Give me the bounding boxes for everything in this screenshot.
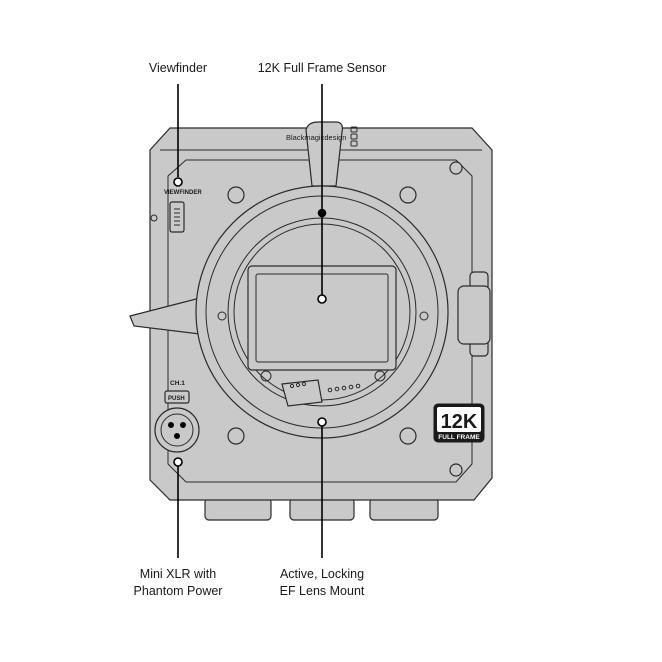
callout-lens-mount — [317, 417, 327, 558]
mount-pin-bottom-right — [374, 370, 386, 382]
side-grip — [457, 271, 491, 357]
camera-foot-right — [369, 497, 439, 521]
full-frame-text: FULL FRAME — [438, 434, 480, 441]
mount-pin-bottom-left — [260, 370, 272, 382]
screw-body-top-right — [449, 161, 463, 175]
corner-screws — [227, 161, 463, 477]
screw-bottom-left — [227, 427, 245, 445]
mount-pin-right — [419, 311, 429, 321]
callout-viewfinder — [173, 84, 183, 187]
12k-badge-text: 12K — [441, 411, 478, 433]
small-led — [150, 214, 158, 222]
mount-contacts-block — [281, 379, 323, 407]
callout-label-mount-line2: EF Lens Mount — [279, 584, 365, 598]
callout-label-xlr-line1: Mini XLR with — [139, 567, 217, 581]
xlr-connector-inner — [160, 413, 194, 447]
callout-xlr-dot — [173, 457, 183, 467]
callout-label-lens-mount: Active, Locking EF Lens Mount — [252, 566, 392, 600]
12k-badge: 12K FULL FRAME — [433, 403, 485, 443]
callout-lens-mount-dot — [317, 417, 327, 427]
callout-viewfinder-dot — [173, 177, 183, 187]
xlr-channel-label: CH.1 — [170, 380, 185, 387]
callout-xlr — [173, 457, 183, 558]
callout-sensor-dot — [317, 294, 327, 304]
callout-sensor — [317, 84, 327, 304]
brand-text: Blackmagicdesign — [286, 133, 346, 142]
screw-top-right — [399, 186, 417, 204]
callout-label-viewfinder: Viewfinder — [148, 61, 208, 75]
callout-label-mount-line1: Active, Locking — [279, 567, 365, 581]
callout-label-xlr: Mini XLR with Phantom Power — [108, 566, 248, 600]
xlr-connector-pins — [168, 421, 187, 439]
mount-pin-left — [217, 311, 227, 321]
callout-label-sensor: 12K Full Frame Sensor — [257, 61, 387, 75]
viewfinder-port-label: VIEWFINDER — [164, 190, 202, 196]
callout-label-xlr-line2: Phantom Power — [133, 584, 223, 598]
xlr-connector-outer — [154, 407, 200, 453]
xlr-push-label: PUSH — [168, 396, 185, 402]
screw-body-bottom-right — [449, 463, 463, 477]
viewfinder-port-pins — [174, 208, 180, 226]
camera-foot-left — [204, 497, 272, 521]
mount-top-tab — [305, 121, 343, 187]
mount-contacts — [289, 381, 361, 393]
brand-logo-icon — [350, 126, 358, 147]
screw-bottom-right — [399, 427, 417, 445]
screw-top-left — [227, 186, 245, 204]
xlr-push-tab — [164, 390, 190, 404]
